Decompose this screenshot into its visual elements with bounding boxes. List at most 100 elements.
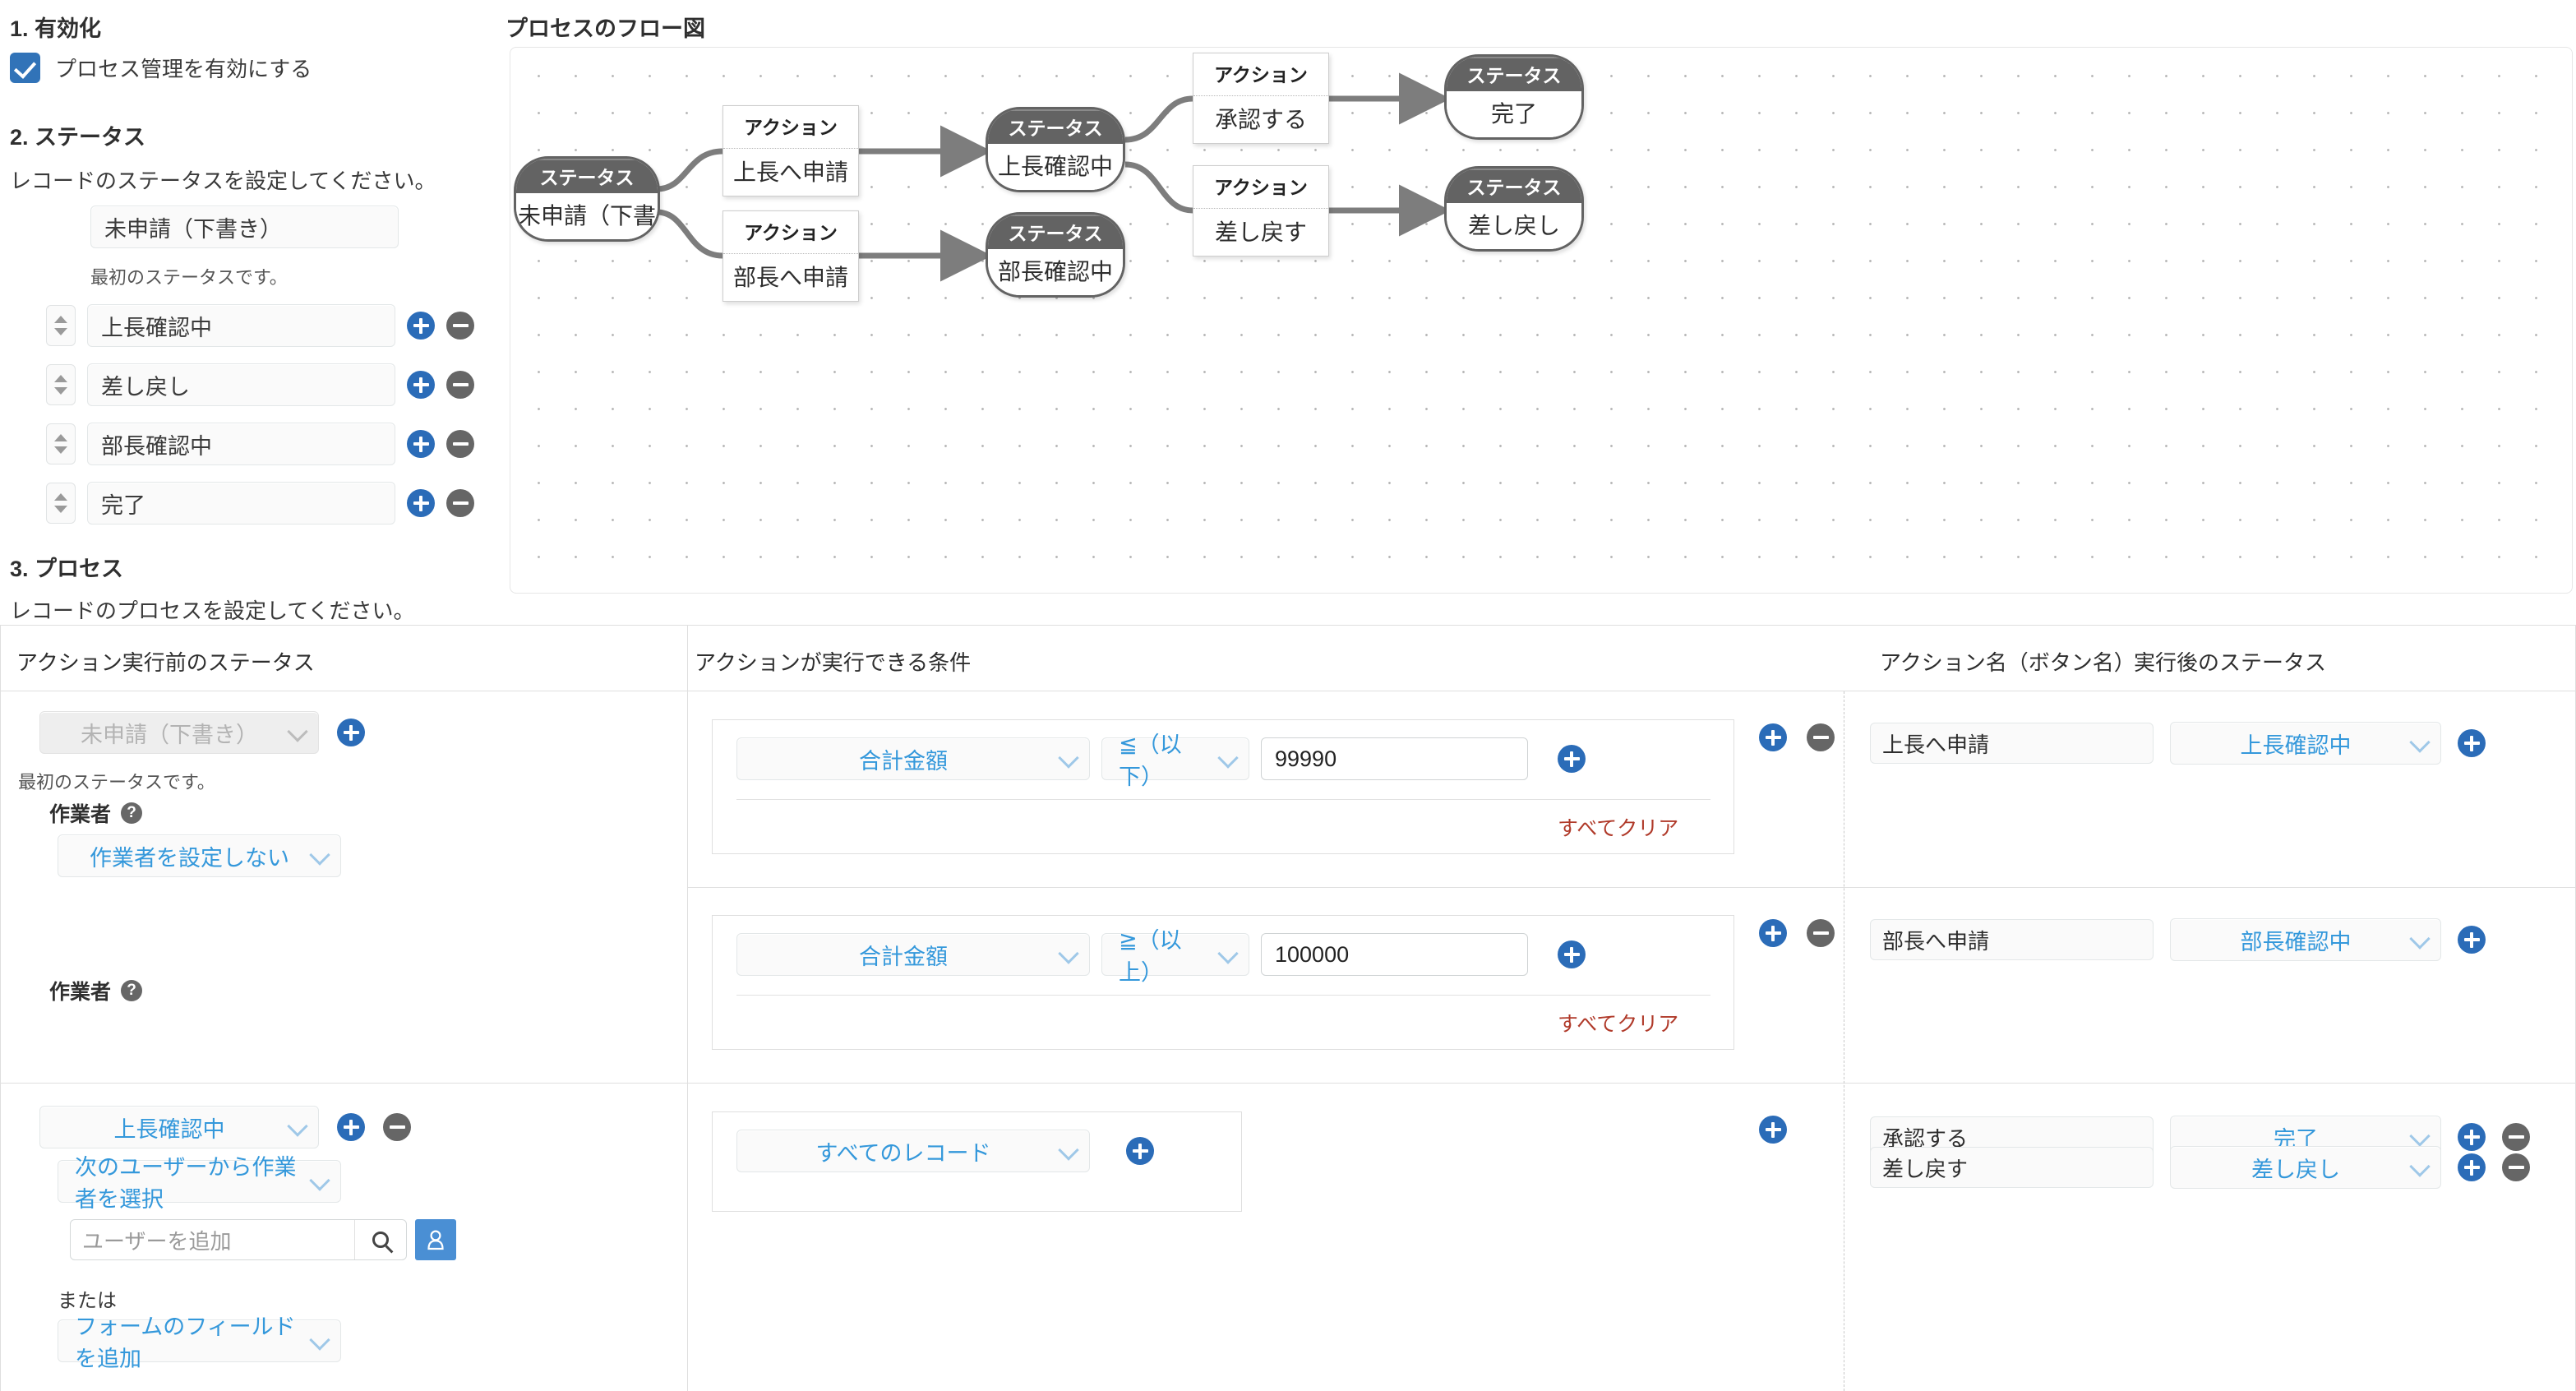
row1-add-status-button[interactable] <box>337 719 365 746</box>
flow-node-type-label: ステータス <box>1447 169 1581 203</box>
table-top-border <box>0 625 2576 626</box>
remove-action-button[interactable] <box>2502 1123 2530 1151</box>
add-action-button[interactable] <box>2458 926 2486 954</box>
condition-value-input[interactable]: 99990 <box>1261 737 1528 780</box>
row2-action-2: 差し戻す 差し戻し <box>1870 1146 2530 1189</box>
add-condition-button[interactable] <box>1558 940 1586 968</box>
flow-node-action-4[interactable]: アクション 差し戻す <box>1193 165 1329 256</box>
row2-pre-status-select[interactable]: 上長確認中 <box>39 1106 319 1148</box>
add-status-button[interactable] <box>407 312 435 340</box>
condition-value-input[interactable]: 100000 <box>1261 933 1528 976</box>
column-header-next-status: 実行後のステータス <box>2134 650 2327 675</box>
row2-status-select-group: 上長確認中 <box>39 1106 411 1148</box>
remove-process-row-button[interactable] <box>1807 723 1835 751</box>
status-reorder-spinner[interactable] <box>46 364 76 405</box>
flow-node-type-label: ステータス <box>516 159 658 193</box>
add-status-button[interactable] <box>407 489 435 517</box>
flow-node-action-2[interactable]: アクション 部長へ申請 <box>722 210 859 302</box>
user-picker-button[interactable] <box>415 1219 456 1260</box>
condition-operator-select[interactable]: ≦（以下） <box>1101 732 1249 789</box>
condition-field-select[interactable]: 合計金額 <box>736 737 1090 780</box>
row1-status-select-group: 未申請（下書き） <box>39 711 365 754</box>
section-2-desc: レコードのステータスを設定してください。 <box>10 169 436 193</box>
add-status-button[interactable] <box>407 371 435 399</box>
action-name-input[interactable]: 差し戻す <box>1870 1147 2154 1188</box>
status-reorder-spinner[interactable] <box>46 423 76 464</box>
row-separator <box>687 887 2576 888</box>
flow-node-status-1[interactable]: ステータス 上長確認中 <box>986 107 1125 192</box>
flow-node-status-start[interactable]: ステータス 未申請（下書き） <box>514 156 660 242</box>
clear-all-link-2[interactable]: すべてクリア <box>1558 1013 1679 1036</box>
search-icon[interactable] <box>355 1220 406 1259</box>
add-process-row-button[interactable] <box>1759 723 1787 751</box>
remove-status-button[interactable] <box>446 489 474 517</box>
row2-add-status-button[interactable] <box>337 1113 365 1141</box>
action-name-input[interactable]: 上長へ申請 <box>1870 723 2154 764</box>
flow-node-type-label: ステータス <box>988 215 1123 249</box>
remove-action-button[interactable] <box>2502 1153 2530 1181</box>
flow-node-status-4[interactable]: ステータス 差し戻し <box>1444 166 1584 252</box>
help-icon[interactable]: ? <box>121 802 143 824</box>
user-search-field[interactable]: ユーザーを追加 <box>70 1219 407 1260</box>
flow-node-action-1[interactable]: アクション 上長へ申請 <box>722 105 859 196</box>
flow-node-status-3[interactable]: ステータス 完了 <box>1444 54 1584 140</box>
status-name-input[interactable]: 完了 <box>87 482 395 525</box>
next-status-select[interactable]: 上長確認中 <box>2170 722 2441 765</box>
status-row: 部長確認中 <box>46 423 474 465</box>
flow-node-type-label: ステータス <box>1447 57 1581 91</box>
action-name-input[interactable]: 部長へ申請 <box>1870 919 2154 960</box>
enable-process-checkbox[interactable] <box>10 53 40 83</box>
status-reorder-spinner[interactable] <box>46 483 76 524</box>
status-reorder-spinner[interactable] <box>46 305 76 346</box>
row1-worker-label-group: 作業者 ? <box>49 798 143 828</box>
remove-status-button[interactable] <box>446 371 474 399</box>
row2-remove-status-button[interactable] <box>383 1113 411 1141</box>
status-name-input[interactable]: 部長確認中 <box>87 423 395 465</box>
section-1-title: 1. 有効化 <box>10 16 102 41</box>
flow-diagram-canvas[interactable]: ステータス 未申請（下書き） アクション 上長へ申請 アクション 部長へ申請 ス… <box>510 47 2573 594</box>
row2-worker-select[interactable]: 次のユーザーから作業者を選択 <box>58 1155 341 1212</box>
condition-operator-select[interactable]: ≧（以上） <box>1101 928 1249 985</box>
chevron-down-icon <box>1217 747 1239 769</box>
add-condition-button[interactable] <box>1126 1137 1154 1165</box>
add-process-row-button[interactable] <box>1759 919 1787 947</box>
flow-node-value: 承認する <box>1214 107 1307 132</box>
flow-node-action-3[interactable]: アクション 承認する <box>1193 53 1329 144</box>
enable-process-checkbox-row[interactable]: プロセス管理を有効にする <box>10 53 312 83</box>
row2-form-field-select[interactable]: フォームのフィールドを追加 <box>58 1315 341 1371</box>
add-condition-button[interactable] <box>1558 745 1586 773</box>
flow-node-value: 部長確認中 <box>988 249 1123 295</box>
condition-field-select[interactable]: すべてのレコード <box>736 1130 1090 1172</box>
add-action-button[interactable] <box>2458 729 2486 757</box>
status-name-input[interactable]: 上長確認中 <box>87 304 395 347</box>
flow-node-status-2[interactable]: ステータス 部長確認中 <box>986 212 1125 298</box>
person-icon <box>427 1230 444 1250</box>
clear-all-link-1[interactable]: すべてクリア <box>1558 817 1679 840</box>
status-name-input[interactable]: 差し戻し <box>87 363 395 406</box>
first-status-input[interactable]: 未申請（下書き） <box>90 206 399 248</box>
add-action-button[interactable] <box>2458 1123 2486 1151</box>
flow-node-value: 未申請（下書き） <box>516 193 658 239</box>
next-status-select[interactable]: 差し戻し <box>2170 1146 2441 1189</box>
remove-status-button[interactable] <box>446 430 474 458</box>
flow-node-value: 完了 <box>1447 91 1581 137</box>
add-action-button[interactable] <box>2458 1153 2486 1181</box>
condition-field-select[interactable]: 合計金額 <box>736 933 1090 976</box>
column-divider <box>687 625 688 1391</box>
process-table: アクション実行前のステータス アクションが実行できる条件 アクション名（ボタン名… <box>0 625 2576 1391</box>
help-icon[interactable]: ? <box>121 980 143 1001</box>
remove-status-button[interactable] <box>446 312 474 340</box>
flow-node-value: 差し戻し <box>1447 203 1581 249</box>
row1-worker-select[interactable]: 作業者を設定しない <box>58 834 341 877</box>
flow-node-type-label: アクション <box>723 211 858 254</box>
row-separator <box>0 1083 2576 1084</box>
next-status-select[interactable]: 部長確認中 <box>2170 918 2441 961</box>
section-3-title: 3. プロセス <box>10 557 124 581</box>
flow-node-type-label: アクション <box>723 106 858 149</box>
add-status-button[interactable] <box>407 430 435 458</box>
table-left-border <box>0 625 1 1391</box>
add-process-row-button[interactable] <box>1759 1116 1787 1144</box>
remove-process-row-button[interactable] <box>1807 919 1835 947</box>
row1-worker-label: 作業者 <box>49 803 112 826</box>
